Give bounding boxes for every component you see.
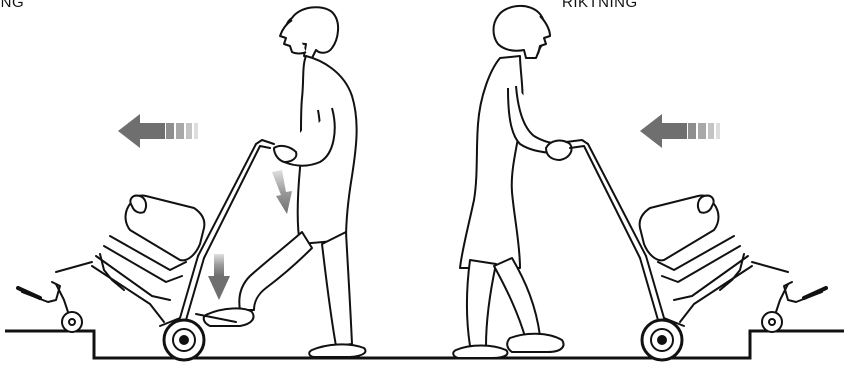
woman-figure-right bbox=[453, 6, 571, 358]
wheelchair-right bbox=[566, 140, 826, 360]
direction-arrow-right bbox=[640, 114, 720, 148]
push-down-arrow-tipping-lever bbox=[208, 254, 230, 300]
ground-line bbox=[5, 331, 844, 358]
woman-figure-left bbox=[204, 7, 366, 357]
push-down-arrow-handle bbox=[272, 170, 292, 214]
direction-arrow-left bbox=[118, 114, 198, 148]
